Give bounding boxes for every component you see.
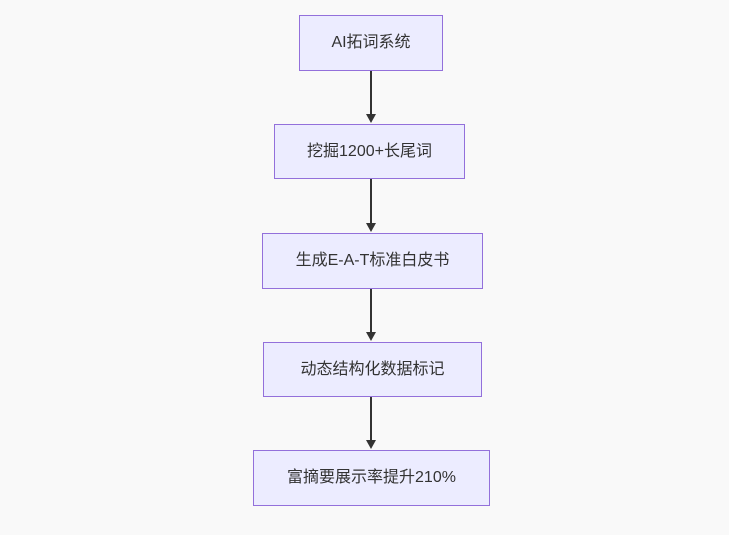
arrowhead-down-icon (366, 223, 376, 232)
edge-line (370, 71, 372, 114)
edge-line (370, 289, 372, 332)
arrowhead-down-icon (366, 332, 376, 341)
flow-node-longtail-mining: 挖掘1200+长尾词 (274, 124, 465, 179)
flow-node-label: 动态结构化数据标记 (300, 360, 445, 378)
flow-node-label: AI拓词系统 (331, 34, 411, 51)
flow-edge-c-d (365, 289, 377, 341)
flow-node-eat-whitepaper: 生成E-A-T标准白皮书 (262, 233, 483, 289)
flow-node-ai-keyword-system: AI拓词系统 (299, 15, 443, 71)
flow-node-label: 生成E-A-T标准白皮书 (295, 252, 450, 269)
flow-node-structured-data-markup: 动态结构化数据标记 (263, 342, 482, 397)
edge-line (370, 397, 372, 440)
arrowhead-down-icon (366, 440, 376, 449)
flow-node-label: 挖掘1200+长尾词 (307, 142, 432, 160)
flow-edge-d-e (365, 397, 377, 449)
flow-edge-b-c (365, 179, 377, 232)
flow-node-label: 富摘要展示率提升210% (287, 469, 456, 486)
edge-line (370, 179, 372, 223)
flow-node-rich-snippet-result: 富摘要展示率提升210% (253, 450, 490, 506)
flow-edge-a-b (365, 71, 377, 123)
arrowhead-down-icon (366, 114, 376, 123)
